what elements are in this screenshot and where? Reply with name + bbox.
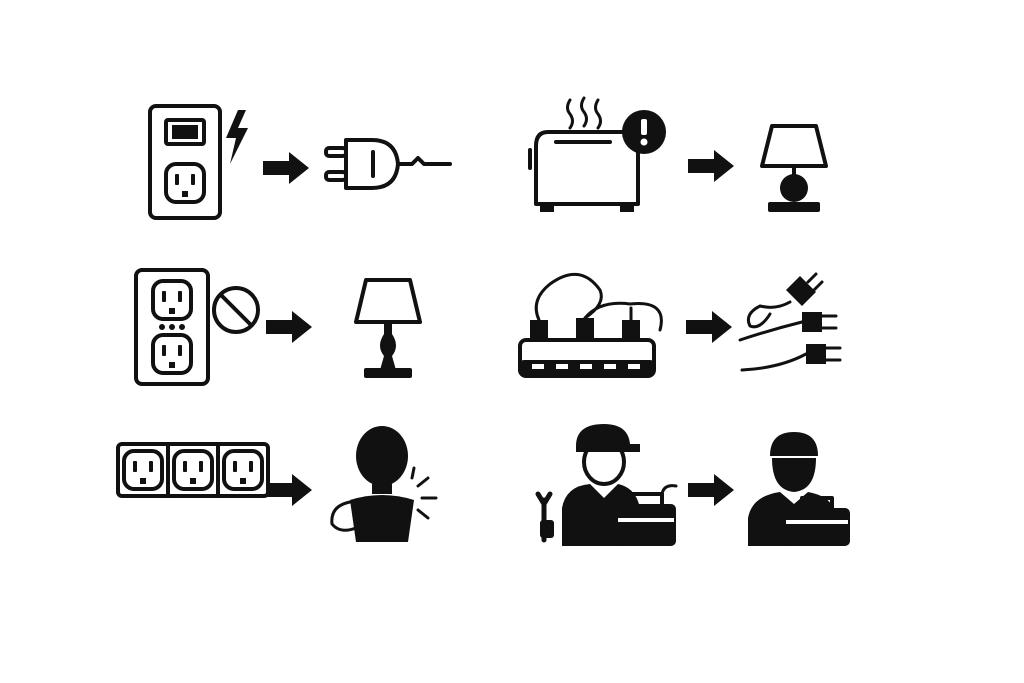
electrician-toolbox-icon — [535, 424, 678, 546]
outlet-meter-lightning-icon — [148, 104, 248, 220]
arrow-right-icon — [266, 311, 312, 343]
person-shoulder-pain-icon — [330, 426, 438, 542]
table-lamp-icon — [760, 124, 828, 212]
toaster-warning-icon — [528, 96, 666, 212]
triple-outlet-icon — [116, 442, 270, 498]
technician-toolbox-icon — [748, 432, 850, 546]
power-strip-icon — [518, 272, 663, 378]
arrow-right-icon — [266, 474, 312, 506]
arrow-right-icon — [686, 311, 732, 343]
table-lamp-icon — [354, 278, 422, 378]
double-outlet-prohibited-icon — [134, 268, 260, 386]
arrow-right-icon — [688, 474, 734, 506]
unplugged-cords-icon — [738, 272, 842, 372]
arrow-right-icon — [263, 152, 309, 184]
plug-icon — [324, 138, 452, 190]
arrow-right-icon — [688, 150, 734, 182]
